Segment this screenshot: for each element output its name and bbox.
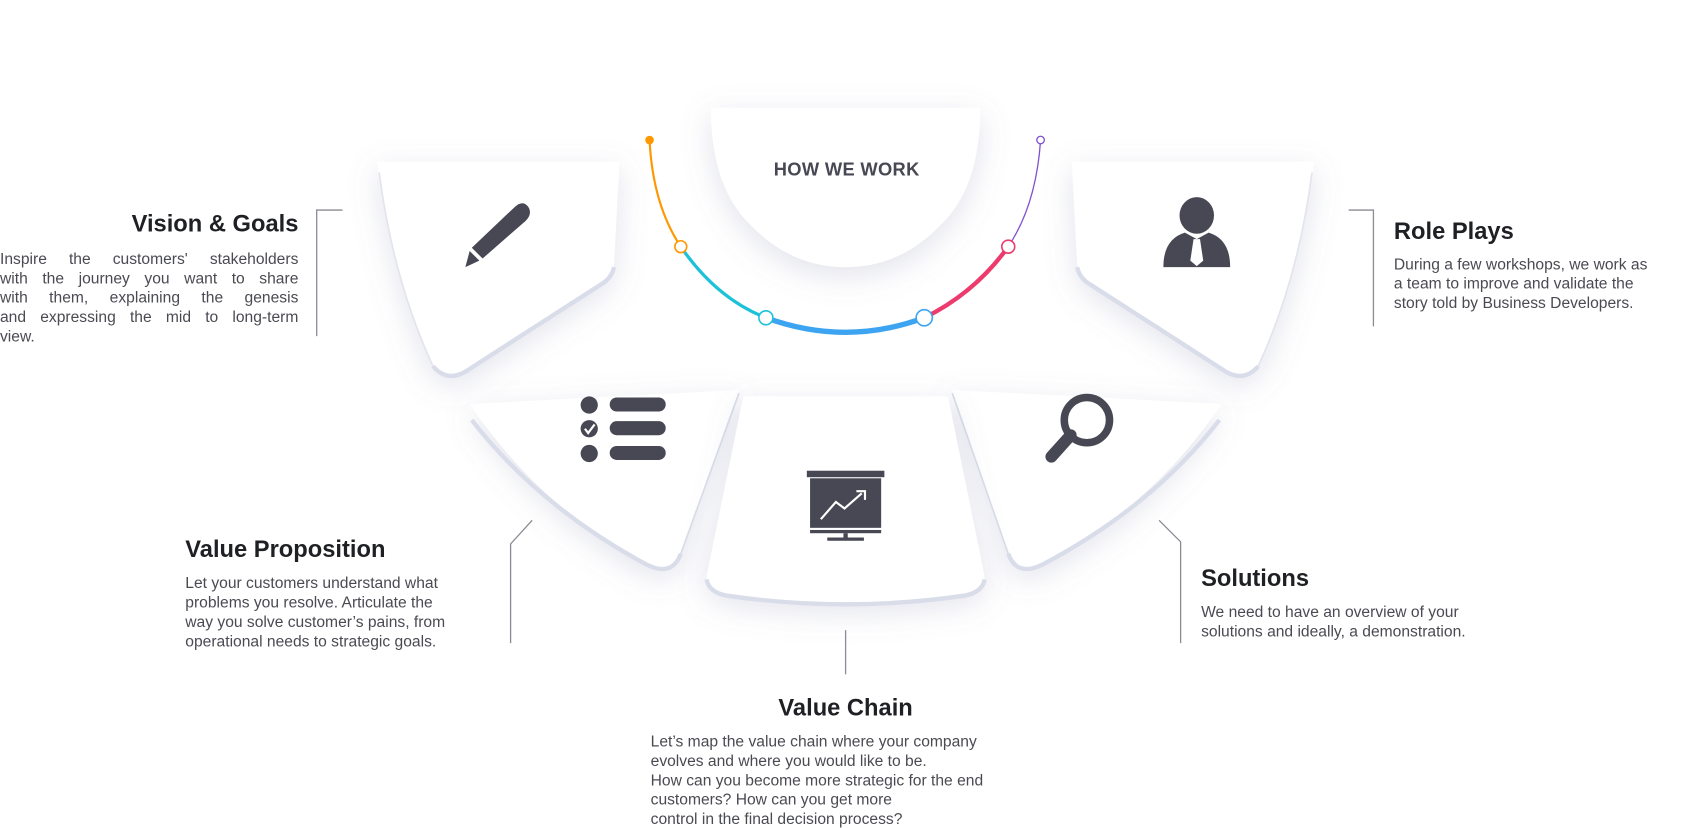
text-line: with them, explaining the genesis (0, 289, 299, 308)
step-title-vision-goals: Vision & Goals (131, 210, 299, 237)
text-line: way you solve customer’s pains, from (185, 614, 446, 632)
text-line: evolves and where you would like to be. (650, 752, 927, 771)
step-title-role-plays: Role Plays (1393, 217, 1514, 245)
step-text-value-proposition: Let your customers understand what probl… (185, 574, 445, 652)
text-line: with the journey you want to share (0, 270, 299, 288)
text-line: Let’s map the value chain where your com… (650, 733, 977, 751)
text-line: a team to improve and validate the (1393, 275, 1634, 293)
progress-arc (645, 135, 1045, 335)
text-line: control in the final decision process? (650, 811, 903, 828)
businessman-icon (1163, 197, 1231, 268)
presentation-chart-icon (806, 470, 885, 541)
step-title-value-proposition: Value Proposition (185, 535, 386, 563)
card-solutions (951, 389, 1222, 572)
card-vision-goals (377, 161, 620, 379)
text-line: Inspire the customers' stakeholders (0, 250, 299, 269)
step-text-role-plays: During a few workshops, we work as a tea… (1394, 255, 1647, 313)
text-line: problems you resolve. Articulate the (185, 594, 433, 612)
text-line: view. (0, 328, 35, 346)
step-text-vision-goals: Inspire the customers' stakeholders with… (0, 250, 298, 347)
text-line: Let your customers understand what (185, 575, 438, 593)
center-hub (710, 107, 981, 268)
magnifier-icon (1045, 393, 1114, 463)
pencil-icon (465, 203, 530, 268)
text-line: and expressing the mid to long-term (0, 309, 299, 327)
step-text-solutions: We need to have an overview of your solu… (1201, 603, 1466, 642)
text-line: During a few workshops, we work as (1393, 256, 1648, 274)
step-text-value-chain: Let’s map the value chain where your com… (651, 732, 984, 828)
card-value-proposition (469, 389, 740, 572)
text-line: customers? How can you get more (650, 791, 892, 809)
text-line: operational needs to strategic goals. (185, 633, 437, 651)
step-title-value-chain: Value Chain (778, 693, 913, 721)
checklist-icon (580, 396, 666, 463)
text-line: How can you become more strategic for th… (650, 772, 984, 790)
card-role-plays (1071, 161, 1315, 379)
connector-lines (316, 209, 1375, 675)
step-title-solutions: Solutions (1201, 564, 1310, 592)
center-title: HOW WE WORK (773, 159, 920, 180)
text-line: solutions and ideally, a demonstration. (1201, 623, 1466, 641)
text-line: story told by Business Developers. (1393, 295, 1634, 313)
text-line: We need to have an overview of your (1201, 604, 1459, 622)
